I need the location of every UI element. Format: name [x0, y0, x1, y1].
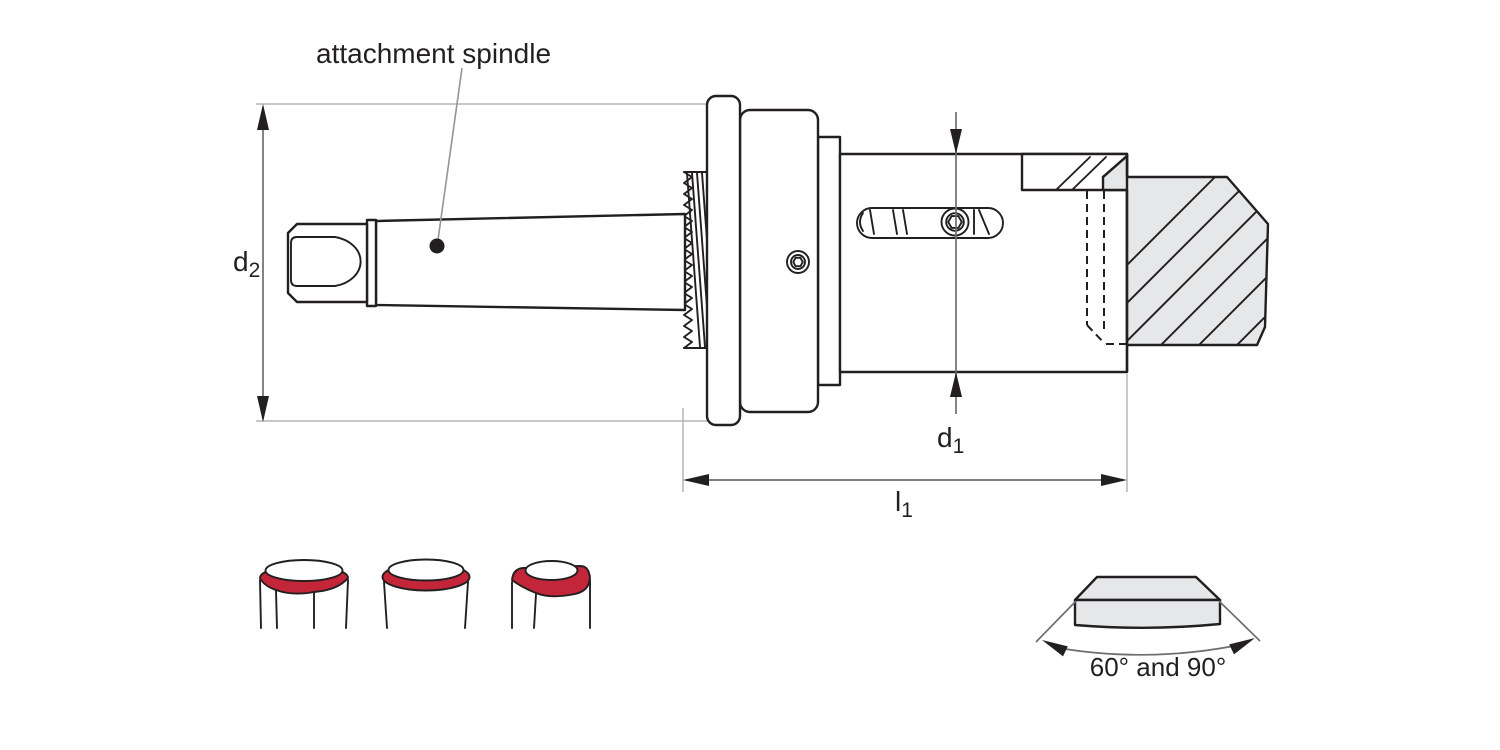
- tang-flat-detail: [290, 236, 362, 287]
- step-ring: [816, 135, 842, 387]
- chamfer-angle-label: 60° and 90°: [1089, 652, 1227, 682]
- hex-socket-screw: [940, 207, 970, 237]
- dimension-l1: [683, 474, 1127, 486]
- hex-top-face: [264, 559, 344, 582]
- angle-arrow-left: [1042, 640, 1068, 657]
- chamfer-angle-illustration: [1035, 575, 1261, 657]
- dimension-label-d2: d2: [233, 246, 260, 283]
- workpiece: [1056, 152, 1270, 374]
- spindle-neck: [365, 218, 378, 308]
- deburr-example-round-stud: [381, 558, 471, 629]
- angle-leg-left: [1035, 600, 1077, 643]
- dimension-d1: [950, 112, 962, 414]
- spindle-tang: [286, 222, 369, 304]
- front-flange: [705, 94, 742, 427]
- spindle-taper: [374, 212, 687, 312]
- d1-symbol: d: [937, 422, 953, 453]
- d1-subscript: 1: [952, 435, 965, 458]
- cutting-edge-bevel: [1101, 154, 1129, 179]
- round-top-face: [387, 558, 465, 582]
- set-screw-slot: [856, 207, 1004, 239]
- slot-outline: [856, 207, 1004, 239]
- deburr-example-square-stud: [511, 560, 591, 629]
- angle-arc: [1052, 643, 1245, 656]
- angle-arrow-right: [1229, 638, 1255, 655]
- deburr-example-hex-stud: [259, 559, 349, 629]
- spindle-leader: [429, 67, 463, 254]
- attachment-spindle-label: attachment spindle: [316, 38, 552, 69]
- collar-hex-screw: [786, 250, 810, 274]
- dimension-label-l1: l1: [895, 486, 913, 523]
- hidden-countersink-outline: [1086, 191, 1126, 345]
- angle-leg-right: [1218, 600, 1261, 642]
- chamfer-block-front-face: [1073, 598, 1222, 629]
- leader-dot: [429, 238, 445, 254]
- dimension-label-d1: d1: [937, 422, 964, 459]
- tool-body: [705, 94, 1129, 427]
- l1-symbol: l: [895, 486, 902, 517]
- d2-subscript: 2: [248, 259, 261, 282]
- l1-subscript: 1: [901, 499, 913, 522]
- insert-hatch-1: [1056, 156, 1091, 190]
- insert-hatch-2: [1072, 156, 1107, 190]
- extension-lines: [256, 103, 1128, 492]
- d2-symbol: d: [233, 246, 249, 277]
- chamfer-block-top-face: [1073, 575, 1222, 602]
- attachment-spindle: [286, 212, 687, 312]
- square-top-face: [524, 560, 579, 581]
- dimension-d2: [257, 104, 269, 422]
- slot-left-detail: [859, 212, 864, 232]
